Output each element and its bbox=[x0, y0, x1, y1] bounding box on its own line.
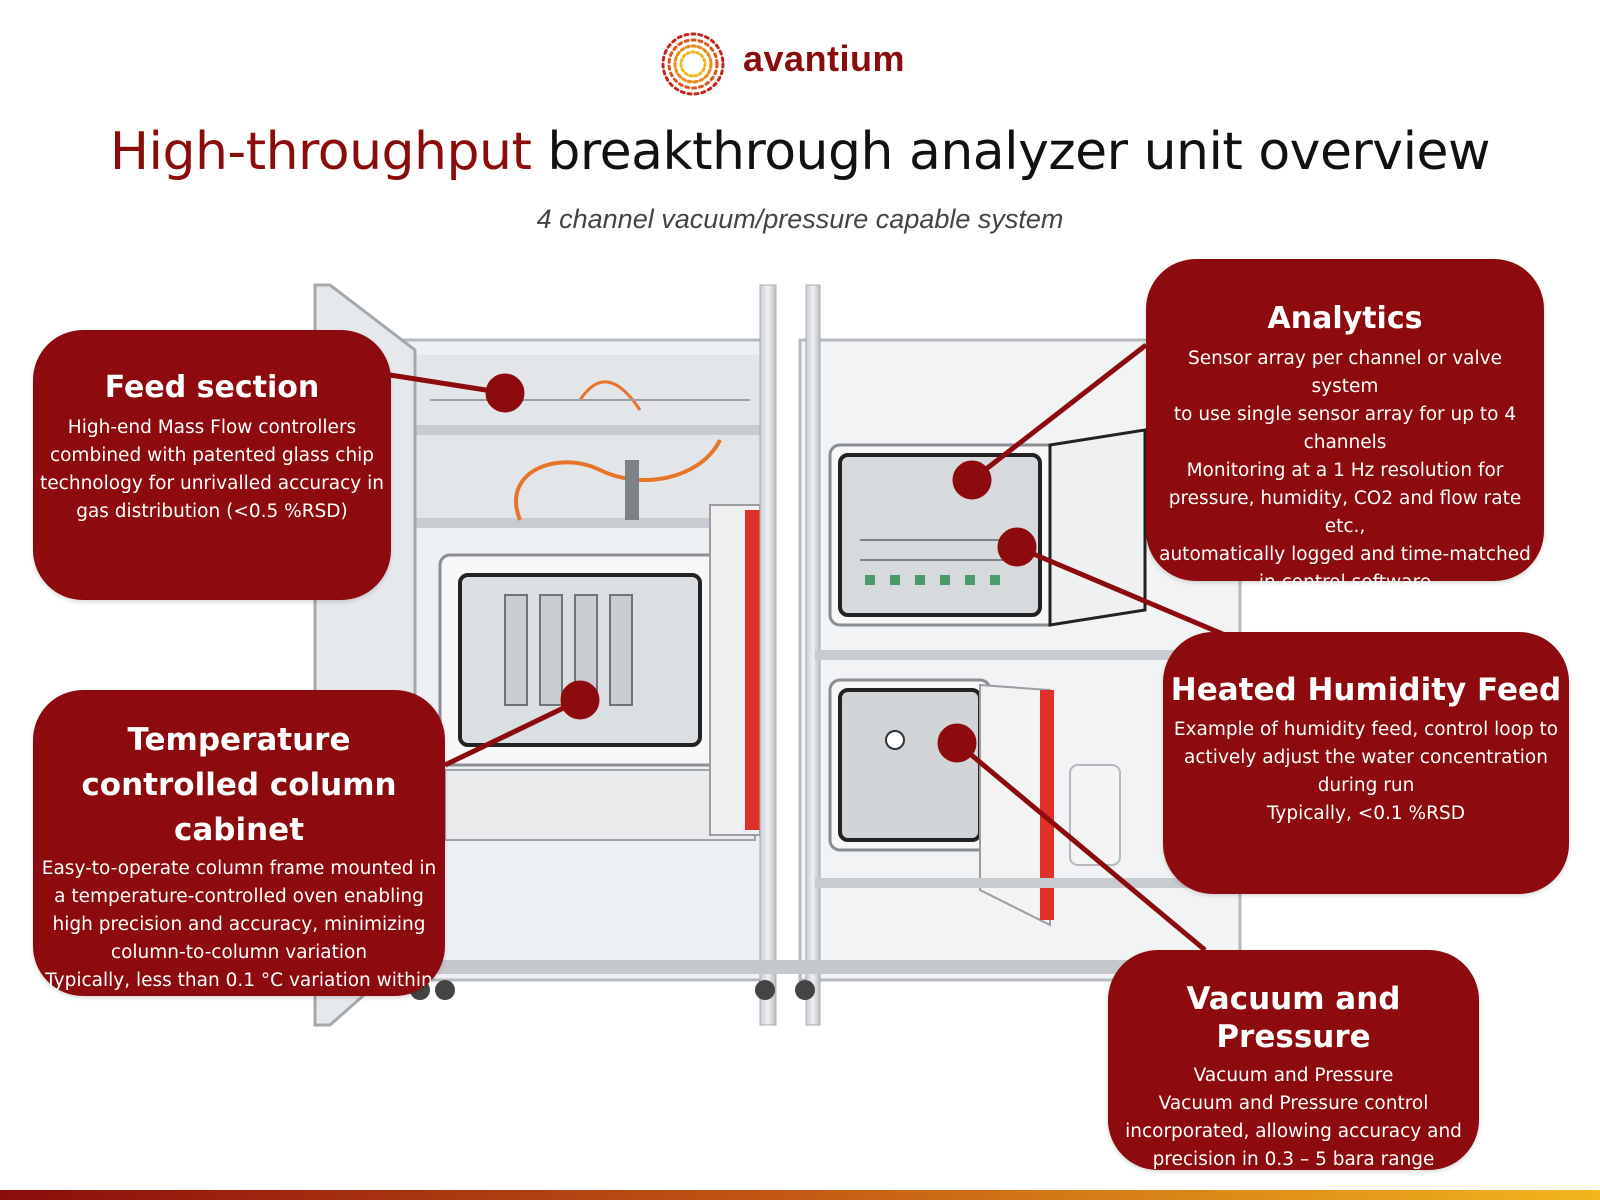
callout-title: Feed section bbox=[104, 370, 320, 405]
callout-text-line: to use single sensor array for up to 4 bbox=[1173, 404, 1517, 425]
callout-text-line: Example of humidity feed, control loop t… bbox=[1173, 719, 1559, 740]
callout-text-line: Sensor array per channel or valve system bbox=[1188, 348, 1502, 397]
footer-gradient-bar bbox=[0, 1190, 1600, 1200]
callout-text-line: column-to-column variation bbox=[110, 942, 368, 963]
callout-text-line: technology for unrivalled accuracy in bbox=[40, 473, 384, 494]
callout-text-line: combined with patented glass chip bbox=[49, 445, 375, 466]
callout-text-line: gas distribution (<0.5 %RSD) bbox=[76, 501, 348, 522]
callout-text-line: automatically logged and time-matched bbox=[1159, 544, 1531, 565]
callout-text-line: the oven bbox=[198, 998, 280, 1019]
callout-feed-section: Feed section High-end Mass Flow controll… bbox=[33, 330, 391, 600]
callout-text-line: Vacuum and Pressure bbox=[1193, 1065, 1394, 1086]
avantium-logo bbox=[661, 32, 725, 96]
callout-text-line: precision in 0.3 – 5 bara range bbox=[1152, 1149, 1435, 1170]
callout-temperature-cabinet: Temperature controlled column cabinet Ea… bbox=[33, 690, 445, 1019]
callout-text-line: Easy-to-operate column frame mounted in bbox=[41, 858, 437, 879]
callout-heated-humidity-feed: Heated Humidity Feed Example of humidity… bbox=[1163, 632, 1569, 894]
page-subtitle: 4 channel vacuum/pressure capable system bbox=[536, 204, 1064, 234]
callout-text-line: during run bbox=[1317, 775, 1415, 796]
callout-text-line: High-end Mass Flow controllers bbox=[67, 417, 357, 438]
callout-title: Vacuum and Pressure bbox=[1186, 981, 1401, 1055]
callout-text-line: high precision and accuracy, minimizing bbox=[52, 914, 426, 935]
callout-title: Temperature controlled column cabinet bbox=[81, 722, 397, 848]
title-accent: High-throughput bbox=[109, 122, 532, 182]
callout-text-line: Monitoring at a 1 Hz resolution for bbox=[1186, 460, 1504, 481]
callout-title: Analytics bbox=[1267, 301, 1423, 336]
callout-text-line: pressure, humidity, CO2 and flow rate et… bbox=[1168, 488, 1522, 537]
brand-name: avantium bbox=[743, 38, 906, 79]
callout-analytics: Analytics Sensor array per channel or va… bbox=[1146, 259, 1544, 593]
page-title: High-throughput breakthrough analyzer un… bbox=[0, 122, 1600, 182]
callout-text-line: incorporated, allowing accuracy and bbox=[1125, 1121, 1462, 1142]
callout-text-line: Typically, less than 0.1 °C variation wi… bbox=[45, 970, 433, 991]
callout-text-line: a temperature-controlled oven enabling bbox=[54, 886, 424, 907]
callout-text-line: Vacuum and Pressure control bbox=[1158, 1093, 1429, 1114]
callout-text-line: in control software bbox=[1258, 572, 1432, 593]
callout-vacuum-and-pressure: Vacuum and Pressure Vacuum and Pressure … bbox=[1108, 950, 1479, 1170]
callout-text-line: actively adjust the water concentration bbox=[1184, 747, 1548, 768]
callout-text-line: channels bbox=[1303, 432, 1387, 453]
title-rest: breakthrough analyzer unit overview bbox=[531, 122, 1491, 182]
callout-title: Heated Humidity Feed bbox=[1170, 672, 1562, 708]
callout-text-line: Typically, <0.1 %RSD bbox=[1267, 803, 1465, 824]
